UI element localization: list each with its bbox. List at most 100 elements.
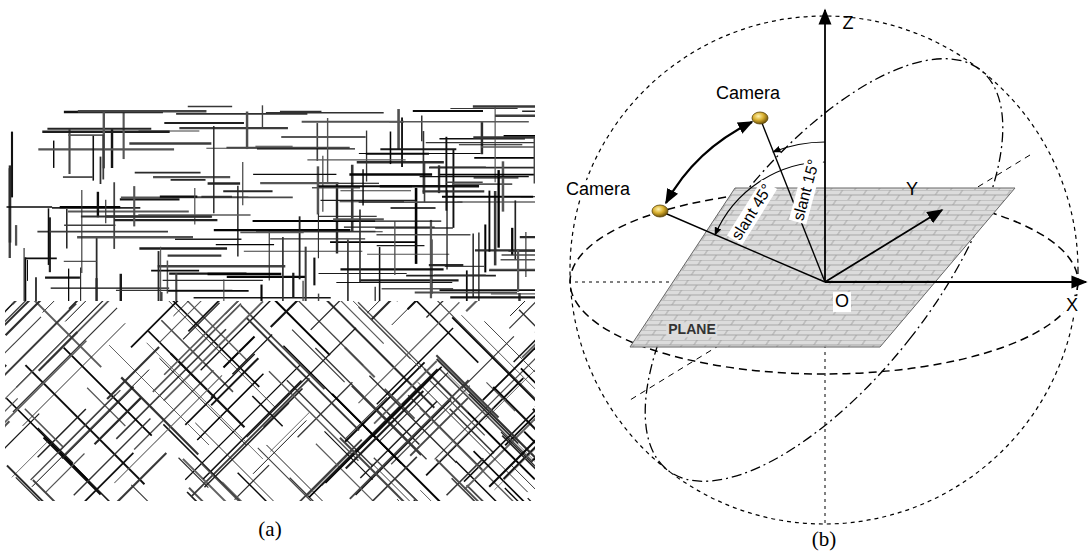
texture-stroke	[5, 365, 6, 401]
texture-stroke	[133, 186, 135, 226]
texture-stroke	[349, 173, 432, 176]
texture-stroke	[355, 399, 451, 495]
angle-label: slant 45°	[727, 179, 777, 245]
plane	[630, 188, 1015, 347]
texture-stroke	[7, 206, 53, 208]
texture-stroke	[5, 335, 69, 409]
texture-stroke	[340, 201, 404, 202]
texture-stroke	[535, 301, 536, 332]
texture-stroke	[330, 241, 416, 243]
texture-stroke	[223, 280, 224, 301]
texture-stroke	[129, 142, 211, 144]
texture-stroke	[436, 459, 535, 501]
sphere-outline	[570, 16, 1078, 524]
texture-stroke	[415, 188, 418, 264]
texture-stroke	[413, 110, 483, 112]
texture-stroke	[64, 261, 97, 262]
texture-stroke	[317, 166, 319, 214]
texture-stroke	[240, 231, 303, 233]
texture-stroke	[333, 218, 384, 220]
texture-stroke	[216, 244, 274, 245]
texture-stroke	[63, 176, 93, 178]
texture-stroke	[481, 146, 535, 148]
texture-stroke	[473, 105, 535, 108]
texture-stroke	[39, 332, 78, 371]
texture-stroke	[204, 403, 288, 487]
texture-stroke	[7, 466, 60, 501]
texture-stroke	[120, 274, 122, 301]
texture-stroke	[43, 301, 84, 313]
texture-stroke	[53, 141, 54, 168]
texture-stroke	[459, 144, 522, 145]
texture-stroke	[242, 162, 243, 205]
texture-stroke	[24, 301, 101, 367]
texture-stroke	[42, 130, 169, 133]
texture-stroke	[25, 409, 63, 447]
texture-stroke	[271, 301, 377, 327]
texture-stroke	[92, 136, 94, 181]
texture-stroke	[100, 157, 102, 184]
texture-stroke	[247, 328, 356, 437]
axis-label: Z	[841, 14, 856, 34]
texture-stroke	[23, 248, 24, 301]
texture-stroke	[164, 301, 267, 375]
texture-stroke	[394, 221, 395, 275]
texture-stroke	[160, 247, 161, 299]
sphere-diagram	[570, 2, 1086, 538]
texture-stroke	[522, 110, 535, 112]
texture-stroke	[528, 498, 535, 501]
texture-stroke	[495, 115, 535, 117]
texture-stroke	[175, 273, 177, 301]
texture-stroke	[183, 303, 220, 340]
texture-stroke	[379, 247, 381, 301]
texture-stroke	[77, 236, 193, 238]
meridian	[581, 2, 1067, 538]
texture-stroke	[380, 148, 456, 150]
texture-stroke	[466, 301, 535, 311]
texture-stroke	[96, 236, 98, 301]
texture-stroke	[252, 396, 282, 426]
texture-stroke	[131, 485, 248, 501]
texture-stroke	[429, 167, 535, 169]
texture-stroke	[517, 249, 519, 292]
texture-stroke	[159, 358, 247, 446]
texture-stroke	[147, 343, 263, 459]
texture-stroke	[164, 122, 244, 124]
texture-stroke	[391, 386, 470, 465]
texture-stroke	[280, 111, 322, 112]
texture-stroke	[421, 116, 422, 142]
texture-stroke	[426, 142, 535, 143]
y-axis	[825, 210, 942, 282]
texture-stroke	[429, 264, 463, 266]
texture-stroke	[5, 398, 18, 451]
texture-stroke	[5, 421, 9, 451]
texture-stroke	[489, 269, 535, 271]
texture-stroke	[325, 367, 441, 483]
texture-stroke	[377, 328, 453, 404]
texture-stroke	[68, 210, 189, 212]
texture-stroke	[80, 268, 81, 301]
texture-stroke	[447, 458, 484, 495]
texture-stroke	[318, 214, 319, 259]
texture-stroke	[5, 303, 76, 376]
texture-stroke	[158, 251, 160, 301]
texture-stroke	[472, 233, 473, 297]
texture-stroke	[164, 301, 275, 407]
texture-stroke	[535, 301, 536, 407]
texture-stroke	[160, 195, 197, 197]
texture-stroke	[360, 279, 459, 281]
texture-stroke	[246, 112, 248, 150]
texture-stroke	[9, 165, 12, 242]
texture-stroke	[12, 301, 121, 305]
texture-stroke	[201, 196, 232, 198]
texture-stroke	[135, 172, 201, 174]
texture-stroke	[292, 330, 345, 383]
texture-stroke	[232, 334, 272, 374]
texture-stroke	[35, 277, 37, 301]
texture-stroke	[38, 428, 73, 463]
texture-stroke	[434, 275, 486, 276]
camera-motion-arc	[666, 122, 752, 203]
texture-stroke	[440, 174, 535, 176]
texture-stroke	[319, 185, 412, 187]
texture-stroke	[521, 368, 535, 452]
